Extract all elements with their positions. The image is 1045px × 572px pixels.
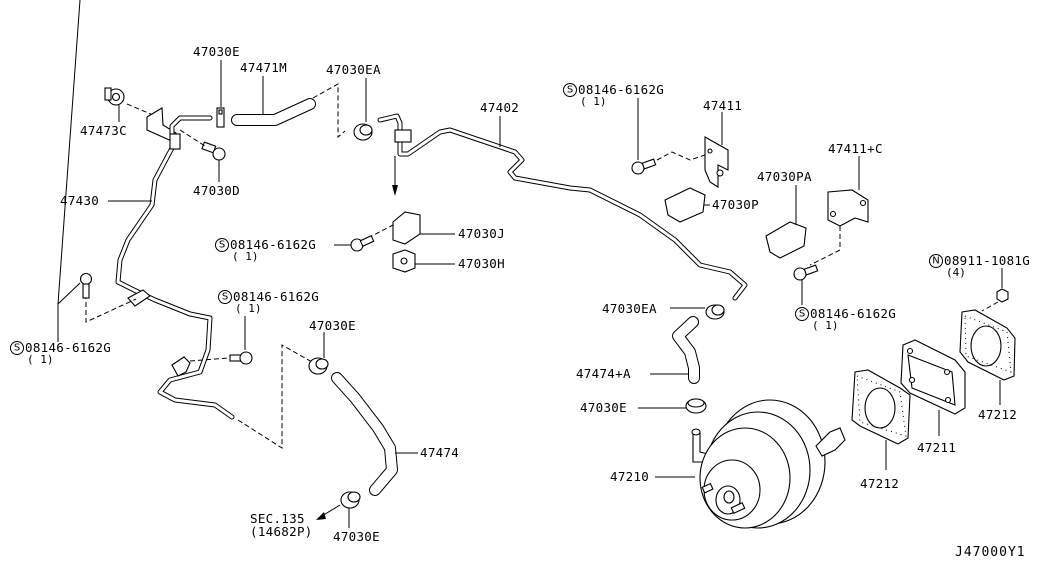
svg-text:S: S [222,292,228,303]
pipe-47402-clip [394,129,412,143]
hose-47471M[interactable] [231,98,316,126]
bolt-47030D[interactable] [201,141,226,161]
label-47411C: 47411+C [828,141,883,156]
label-bolt-center: 08146-6162G [233,289,319,304]
s-symbol-icon [563,83,577,97]
bolt-08146-left[interactable] [79,272,93,299]
bracket-left-low [171,356,191,377]
qty-bolt-right: ( 1) [812,319,839,332]
bolt-08146-mid[interactable] [350,235,375,252]
label-47210: 47210 [610,469,649,484]
label-47471M: 47471M [240,60,287,75]
arrow-sec135-icon [316,512,326,520]
brake-booster-47210[interactable] [691,399,846,529]
label-47030EA-right: 47030EA [602,301,657,316]
hose-47474[interactable] [331,372,398,496]
label-47474A: 47474+A [576,366,631,381]
s-symbol-icon [215,238,229,252]
label-47030D: 47030D [193,183,240,198]
clamp-47030EA-right[interactable] [705,304,725,320]
hose-47474A[interactable] [672,316,700,384]
bolt-08146-center[interactable] [229,351,253,365]
svg-text:N: N [932,256,939,267]
svg-text:S: S [799,309,805,320]
qty-nut: (4) [946,266,966,279]
clip-47473C[interactable] [104,87,125,106]
bolt-08146-top-right[interactable] [631,158,657,175]
label-47030E-right: 47030E [580,400,627,415]
clip-47030P[interactable] [664,187,706,223]
pipe-47430[interactable] [115,115,235,420]
gasket-47212-right[interactable] [959,309,1016,381]
bracket-47411C[interactable] [827,189,869,227]
label-47212-left: 47212 [860,476,899,491]
clamp-47030E-bottom[interactable] [340,491,361,509]
label-47474: 47474 [420,445,459,460]
clip-47030PA[interactable] [765,221,807,259]
label-47473C: 47473C [80,123,127,138]
label-47030PA: 47030PA [757,169,812,184]
clamp-47030E-right[interactable] [685,398,707,414]
bolt-08146-right[interactable] [793,264,819,281]
clip-47030E-top[interactable] [216,107,225,128]
pipe-47402[interactable] [377,113,748,301]
s-symbol-icon [10,341,24,355]
arrow-down-icon [392,185,398,196]
s-symbol-icon [795,307,809,321]
label-47402: 47402 [480,100,519,115]
label-47030H: 47030H [458,256,505,271]
gasket-47212-left[interactable] [851,369,911,445]
s-symbol-icon [218,290,232,304]
label-47030EA-top: 47030EA [326,62,381,77]
qty-bolt-left: ( 1) [27,353,54,366]
label-47430: 47430 [60,193,99,208]
label-47211: 47211 [917,440,956,455]
label-47411: 47411 [703,98,742,113]
label-47030E-mid: 47030E [309,318,356,333]
label-47030E-bottom: 47030E [333,529,380,544]
n-symbol-icon [929,254,943,268]
spacer-47211[interactable] [900,339,966,415]
svg-text:S: S [219,240,225,251]
label-47030P: 47030P [712,197,759,212]
bracket-left-mid [127,289,151,307]
clip-47030J[interactable] [392,211,421,245]
label-bolt-right: 08146-6162G [810,306,896,321]
label-sec-135-sub: (14682P) [250,524,313,539]
label-bolt-top-right: 08146-6162G [578,82,664,97]
label-bolt-mid: 08146-6162G [230,237,316,252]
label-47212-right: 47212 [978,407,1017,422]
qty-bolt-mid: ( 1) [232,250,259,263]
qty-bolt-top-right: ( 1) [580,95,607,108]
bracket-47411[interactable] [704,136,729,188]
diagram-reference-code: J47000Y1 [955,545,1026,560]
label-sec-135: SEC.135 [250,511,305,526]
label-47030J: 47030J [458,226,505,241]
label-nut: 08911-1081G [944,253,1030,268]
bracket-left-top [146,107,177,144]
svg-text:S: S [567,85,573,96]
clamp-47030E-mid[interactable] [308,357,329,375]
clamp-47030EA-top[interactable] [353,123,373,141]
label-47030E-top: 47030E [193,44,240,59]
pipe-sleeve [169,133,181,150]
svg-text:S: S [14,343,20,354]
nut-08911[interactable] [996,288,1009,303]
label-bolt-left: 08146-6162G [25,340,111,355]
qty-bolt-center: ( 1) [235,302,262,315]
